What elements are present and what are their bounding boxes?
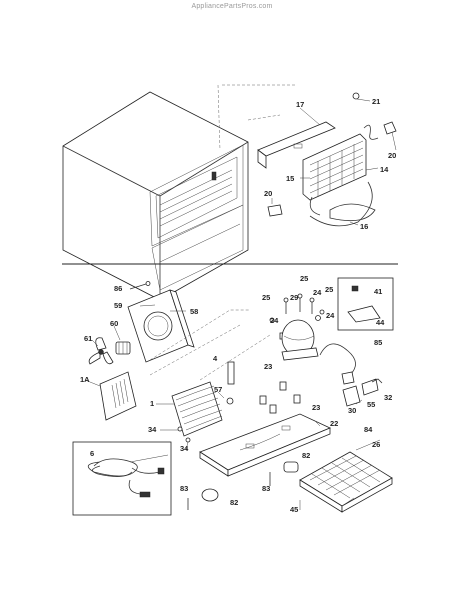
foot-82-right (283, 461, 299, 473)
callout-23-top: 23 (264, 362, 272, 371)
leader-lines (84, 98, 397, 510)
clip-20-left (267, 204, 283, 217)
callout-84: 84 (364, 425, 373, 434)
plug-57 (226, 397, 234, 405)
watermark-text: AppliancePartsPros.com (191, 3, 273, 10)
callout-60: 60 (110, 319, 118, 328)
clip-20-right (383, 121, 397, 135)
screw-34-b (185, 437, 191, 443)
callout-82-left: 82 (230, 498, 238, 507)
screw-34-a (177, 426, 183, 432)
callout-4: 4 (213, 354, 218, 363)
callout-41: 41 (374, 287, 382, 296)
callout-14: 14 (380, 165, 389, 174)
callout-labels: 17 21 20 20 15 14 16 86 59 58 60 61 1A 2… (80, 97, 396, 514)
callout-21: 21 (372, 97, 380, 106)
callout-85: 85 (374, 338, 382, 347)
grommets-24 (269, 309, 325, 323)
callout-58: 58 (190, 307, 198, 316)
condenser-coil (302, 124, 379, 201)
callout-25-top: 25 (300, 274, 308, 283)
callout-17: 17 (296, 100, 304, 109)
fan-blade (88, 337, 114, 365)
grommet-21 (352, 92, 360, 100)
wire-loop-16 (329, 203, 376, 222)
fan-motor (115, 341, 131, 355)
callout-24-left: 24 (270, 316, 279, 325)
callout-82-right: 82 (302, 451, 310, 460)
callout-45: 45 (290, 505, 298, 514)
inset-box-41-44 (337, 277, 394, 331)
callout-16: 16 (360, 222, 368, 231)
callout-22: 22 (330, 419, 338, 428)
compressor (279, 293, 319, 361)
callout-34-left: 34 (148, 425, 157, 434)
callout-30: 30 (348, 406, 356, 415)
callout-83-right: 83 (262, 484, 270, 493)
condenser-bracket (257, 121, 336, 169)
callout-23-right: 23 (312, 403, 320, 412)
callout-86: 86 (114, 284, 122, 293)
callout-1: 1 (150, 399, 154, 408)
foot-82-left (201, 488, 219, 502)
callout-55: 55 (367, 400, 375, 409)
callout-61: 61 (84, 334, 92, 343)
callout-34-bottom: 34 (180, 444, 189, 453)
callout-29: 29 (290, 293, 298, 302)
callout-83-left: 83 (180, 484, 188, 493)
condenser-coil-1 (171, 381, 223, 437)
grommets-23 (259, 381, 301, 414)
callout-1A: 1A (80, 375, 90, 384)
callout-57: 57 (214, 385, 222, 394)
callout-6: 6 (90, 449, 94, 458)
base-pan-22 (199, 413, 331, 477)
access-cover (99, 371, 137, 421)
callout-59: 59 (114, 301, 122, 310)
callout-32: 32 (384, 393, 392, 402)
callout-15: 15 (286, 174, 294, 183)
callout-25-right: 25 (325, 285, 333, 294)
inset-box-6 (72, 441, 172, 516)
callout-44: 44 (376, 318, 385, 327)
screw-86 (129, 281, 151, 290)
callout-24-right: 24 (326, 311, 335, 320)
callout-24-top: 24 (313, 288, 322, 297)
callout-25-left: 25 (262, 293, 270, 302)
tube-4 (227, 361, 235, 385)
relay-overload (342, 378, 383, 407)
cabinet (62, 91, 249, 301)
drain-tube (309, 181, 373, 227)
drain-pan-26 (299, 451, 393, 513)
fan-shroud (127, 289, 195, 363)
callout-20-right: 20 (388, 151, 396, 160)
callout-20-left: 20 (264, 189, 272, 198)
callout-26: 26 (372, 440, 380, 449)
wire-harness-85 (319, 343, 356, 385)
